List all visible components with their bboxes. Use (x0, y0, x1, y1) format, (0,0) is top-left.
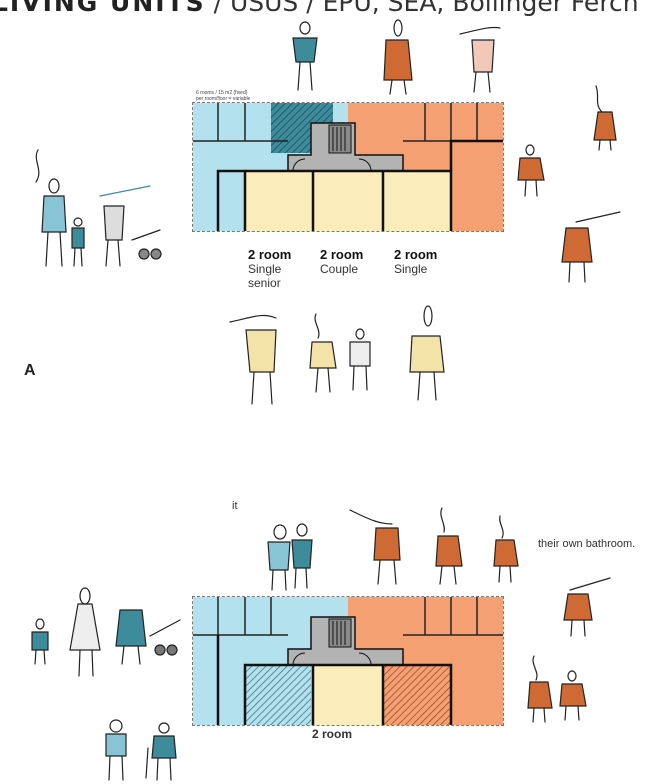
figure-group-bottom-right (527, 577, 611, 723)
unit-2-count: 2 room (320, 247, 364, 262)
figure-right-1 (593, 85, 617, 151)
unit-1-count: 2 room (248, 247, 292, 262)
unit-3-type: Single (394, 262, 428, 276)
header-title-rest: / USUS / EPU, SEA, Bollinger Ferch (205, 0, 639, 17)
side-letter: A (24, 362, 36, 379)
unit-label-3: 2 room Single (394, 247, 438, 277)
text-fragment-left: it (232, 500, 238, 512)
figure-right-2 (517, 144, 545, 197)
figure-person-teal (292, 21, 318, 91)
figure-right-3 (561, 211, 621, 283)
figure-family-bottom-left (31, 587, 181, 677)
floor-plan-top-drawing (193, 103, 503, 231)
unit-label-1: 2 room Single senior (248, 247, 294, 291)
header-title-bold: LIVING UNITS (0, 0, 206, 17)
bottom-unit-label: 2 room (312, 727, 353, 741)
figure-group-bottom-elderly (105, 719, 177, 781)
page-header: LIVING UNITS / USUS / EPU, SEA, Bollinge… (0, 0, 639, 17)
floor-plan-bottom (192, 596, 504, 726)
plan-caption: 6 rooms / 15 m2 (fixed) per room/floor =… (196, 90, 250, 102)
unit-2-type: Couple (320, 262, 359, 276)
figure-group-middle (229, 305, 445, 405)
floor-plan-top (192, 102, 504, 232)
figure-group-bottom-top (267, 507, 519, 591)
figure-person-striped (459, 26, 501, 93)
plan-caption-line2: per room/floor = variable (196, 96, 251, 102)
text-fragment-right: their own bathroom. (538, 538, 636, 550)
floor-plan-bottom-drawing (193, 597, 503, 725)
figure-family-left (35, 149, 162, 267)
unit-1-type: Single senior (248, 262, 282, 290)
plan-caption-line1: 6 rooms / 15 m2 (fixed) (196, 90, 248, 96)
unit-3-count: 2 room (394, 247, 438, 262)
figure-person-rust (383, 19, 413, 95)
unit-label-2: 2 room Couple (320, 247, 364, 277)
